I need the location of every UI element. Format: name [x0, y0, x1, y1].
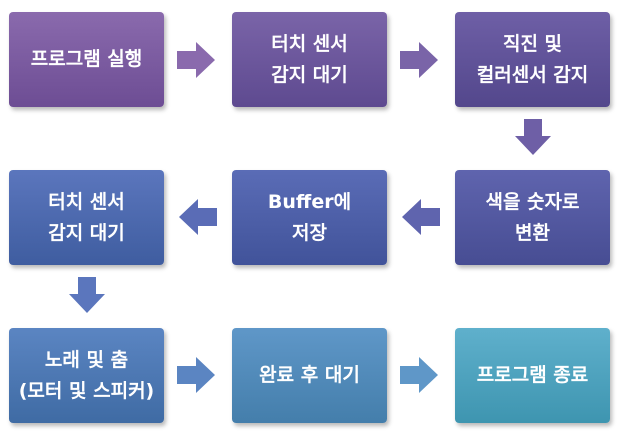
step-song-dance: 노래 및 춤 (모터 및 스피커) [9, 328, 164, 423]
arrow-shape [69, 277, 105, 313]
arrow-shape [400, 357, 438, 393]
step-line-color-detect: 직진 및 컬러센서 감지 [455, 12, 610, 107]
arrow-shape [177, 42, 215, 78]
arrow-shape [402, 199, 440, 235]
flow-arrow-left [179, 199, 217, 235]
flow-arrow-down [515, 119, 551, 155]
step-label-line: 색을 숫자로 [485, 191, 580, 214]
step-label-line: 터치 센서 [271, 33, 348, 56]
step-label-line: 감지 대기 [271, 63, 348, 86]
arrow-shape [179, 199, 217, 235]
step-color-to-number: 색을 숫자로 변환 [455, 170, 610, 265]
step-label-line: 직진 및 [502, 33, 563, 56]
flow-arrow-right [400, 42, 438, 78]
step-label-line: 프로그램 실행 [30, 48, 143, 71]
step-program-end: 프로그램 종료 [455, 328, 610, 423]
step-label-line: 완료 후 대기 [259, 364, 360, 387]
flow-arrow-right [177, 357, 215, 393]
step-label-line: 프로그램 종료 [476, 364, 589, 387]
arrow-shape [177, 357, 215, 393]
step-label-line: 저장 [292, 221, 327, 244]
step-buffer-store: Buffer에 저장 [232, 170, 387, 265]
flow-arrow-down [69, 277, 105, 313]
arrow-shape [515, 119, 551, 155]
step-label-line: 변환 [515, 221, 550, 244]
step-label-line: (모터 및 스피커) [18, 379, 155, 402]
step-label-line: 터치 센서 [48, 191, 125, 214]
step-label-line: 감지 대기 [48, 221, 125, 244]
step-touch-wait-1: 터치 센서 감지 대기 [232, 12, 387, 107]
flow-arrow-right [177, 42, 215, 78]
step-program-run: 프로그램 실행 [9, 12, 164, 107]
step-label-line: 노래 및 춤 [44, 349, 129, 372]
arrow-shape [400, 42, 438, 78]
step-label-line: 컬러센서 감지 [476, 63, 589, 86]
flow-arrow-left [402, 199, 440, 235]
step-touch-wait-2: 터치 센서 감지 대기 [9, 170, 164, 265]
flow-arrow-right [400, 357, 438, 393]
step-done-wait: 완료 후 대기 [232, 328, 387, 423]
step-label-line: Buffer에 [267, 191, 352, 214]
